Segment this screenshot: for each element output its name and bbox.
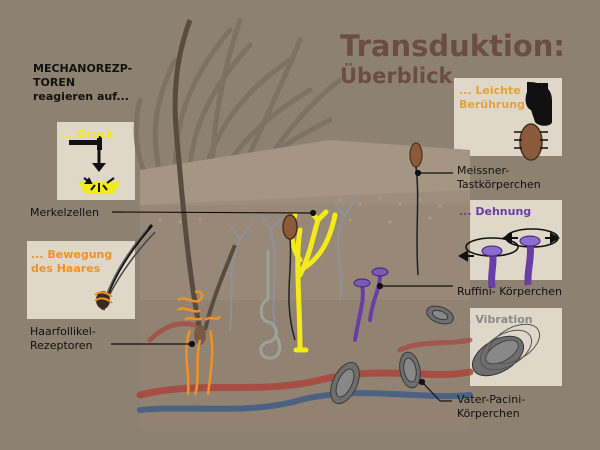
card-haar-label: ... Bewegung des Haares bbox=[31, 248, 112, 276]
card-haar-line-1: ... Bewegung bbox=[31, 248, 113, 261]
druck-illustration bbox=[69, 136, 121, 194]
card-beruehrung-line-1: ... Leichte bbox=[459, 84, 521, 97]
card-beruehrung-label: ... Leichte Berührung bbox=[459, 84, 525, 112]
label-pacini-line-1: Vater-Pacini- bbox=[457, 393, 526, 406]
page-title: Transduktion: bbox=[340, 29, 566, 63]
hair-follicle-illustration bbox=[172, 19, 237, 396]
label-haarfollikel: Haarfollikel- Rezeptoren bbox=[30, 325, 96, 353]
label-ruffini: Ruffini- Körperchen bbox=[457, 285, 562, 298]
merkel-cell bbox=[282, 214, 298, 240]
page-subtitle: Überblick bbox=[340, 64, 453, 88]
leader-lines bbox=[111, 169, 453, 402]
card-vibration-label: ... Vibration bbox=[459, 313, 533, 326]
label-haarfollikel-line-2: Rezeptoren bbox=[30, 339, 93, 352]
ruffini-corpuscle bbox=[353, 267, 389, 342]
vibration-illustration bbox=[471, 323, 541, 377]
pacini-corpuscles bbox=[330, 305, 454, 405]
card-beruehrung-line-2: Berührung bbox=[459, 98, 525, 111]
meissner-corpuscle bbox=[409, 142, 423, 276]
card-haar-line-2: des Haares bbox=[31, 262, 101, 275]
card-druck-label: ... Druck bbox=[61, 128, 114, 141]
finger-illustration bbox=[514, 81, 552, 161]
intro-text: MECHANOREZP- TOREN reagieren auf... bbox=[33, 62, 153, 104]
label-merkel: Merkelzellen bbox=[30, 206, 99, 219]
label-meissner-line-2: Tastkörperchen bbox=[457, 178, 541, 191]
label-meissner: Meissner- Tastkörperchen bbox=[457, 164, 541, 192]
card-dehnung-label: ... Dehnung bbox=[459, 205, 532, 218]
intro-line-1: MECHANOREZP- bbox=[33, 62, 133, 75]
haar-illustration bbox=[94, 224, 156, 311]
sweat-gland bbox=[259, 250, 282, 360]
intro-line-3: reagieren auf... bbox=[33, 90, 129, 103]
dehnung-illustration bbox=[457, 228, 561, 289]
label-meissner-line-1: Meissner- bbox=[457, 164, 510, 177]
label-pacini-line-2: Körperchen bbox=[457, 407, 520, 420]
intro-line-2: TOREN bbox=[33, 76, 76, 89]
label-pacini: Vater-Pacini- Körperchen bbox=[457, 393, 525, 421]
label-haarfollikel-line-1: Haarfollikel- bbox=[30, 325, 96, 338]
